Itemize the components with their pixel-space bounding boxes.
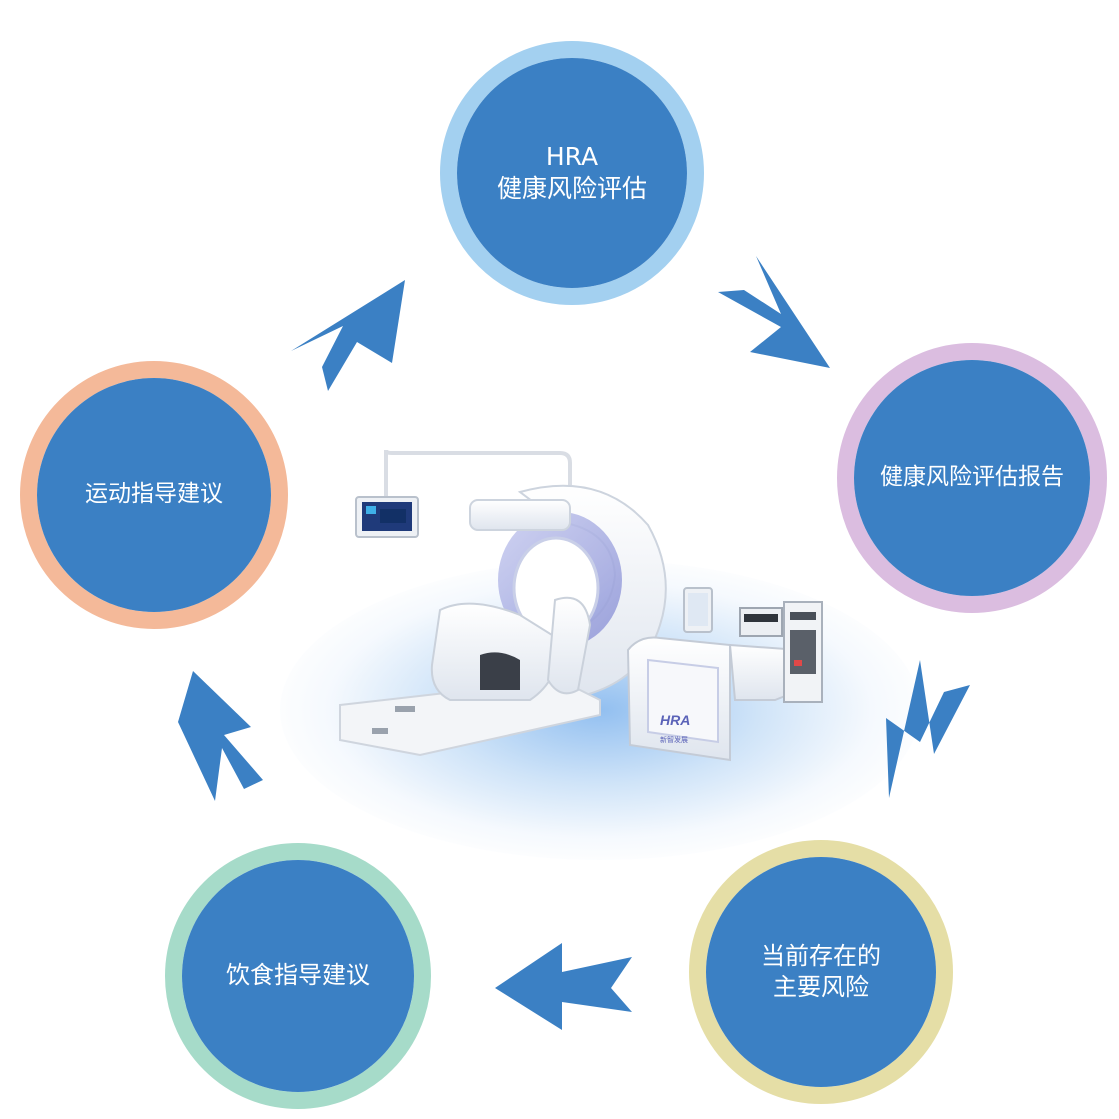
node-hra-assessment: HRA 健康风险评估	[440, 41, 704, 305]
node-hra-line-2: 健康风险评估	[496, 174, 647, 203]
node-report-line-1: 健康风险评估报告	[880, 464, 1064, 491]
device-brand: 新智发展	[660, 735, 688, 744]
node-risk-line-1: 当前存在的	[761, 941, 881, 970]
node-assessment-report: 健康风险评估报告	[837, 343, 1107, 613]
node-exercise-core: 运动指导建议	[37, 378, 271, 612]
node-hra-core: HRA 健康风险评估	[457, 58, 687, 288]
arrow-diet-to-exercise	[178, 671, 263, 801]
node-diet-guidance: 饮食指导建议	[165, 843, 431, 1109]
arrow-risk-to-diet	[495, 943, 632, 1030]
node-report-core: 健康风险评估报告	[854, 360, 1090, 596]
arrow-exercise-to-hra	[291, 280, 405, 391]
node-hra-line-1: HRA	[545, 141, 599, 171]
node-risk-line-2: 主要风险	[773, 973, 869, 1001]
node-exercise-guidance: 运动指导建议	[20, 361, 288, 629]
node-exercise-line-1: 运动指导建议	[85, 481, 223, 508]
arrow-hra-to-report	[718, 256, 830, 368]
node-current-risks: 当前存在的 主要风险	[689, 840, 953, 1104]
node-diet-core: 饮食指导建议	[182, 860, 414, 1092]
node-risk-core: 当前存在的 主要风险	[706, 857, 936, 1087]
arrow-report-to-risk	[886, 660, 970, 798]
node-diet-line-1: 饮食指导建议	[226, 961, 370, 990]
device-logo: HRA	[660, 712, 690, 728]
